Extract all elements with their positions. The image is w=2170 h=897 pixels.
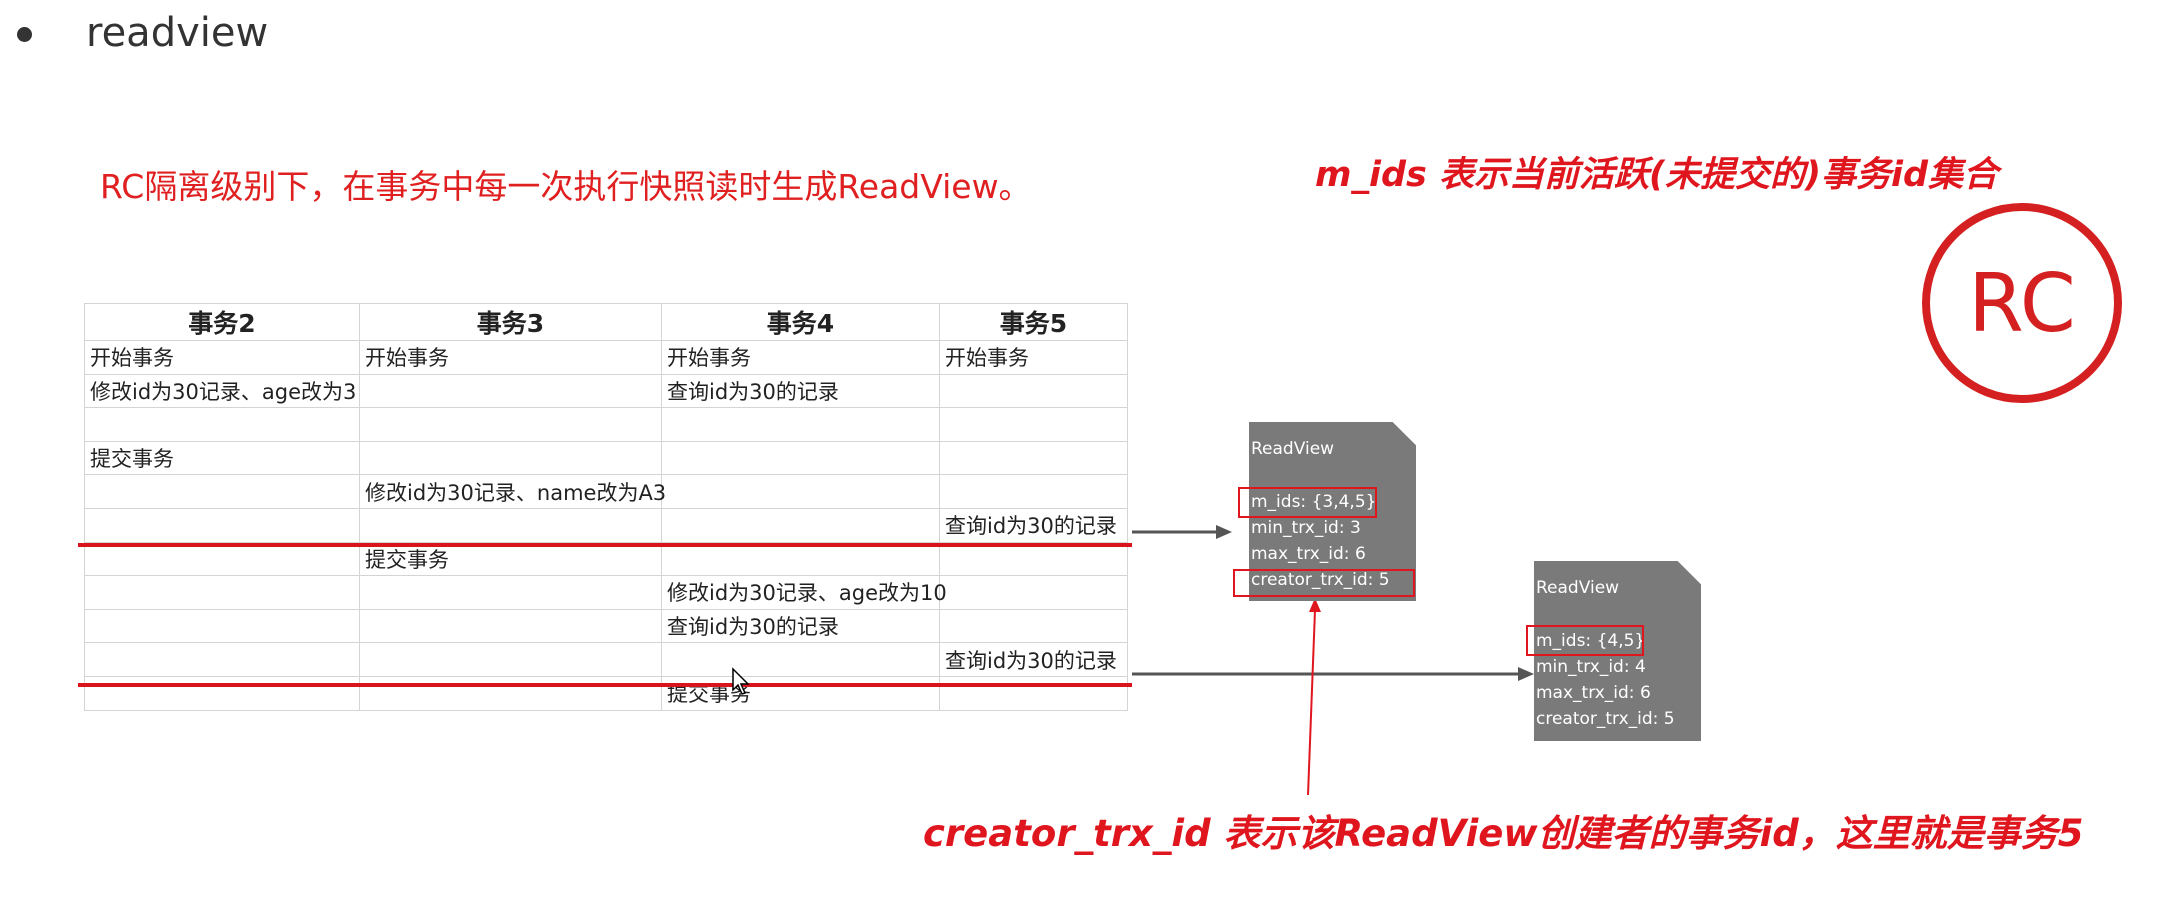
table-row: 修改id为30记录、age改为10	[84, 575, 1128, 610]
creator-trx-id-value: creator_trx_id: 5	[1536, 709, 1675, 729]
table-row: 开始事务开始事务开始事务开始事务	[84, 340, 1128, 375]
mouse-cursor-icon	[732, 667, 750, 695]
readview-title: ReadView	[1536, 578, 1620, 598]
readview-title: ReadView	[1251, 439, 1335, 459]
table-cell: 查询id为30的记录	[939, 642, 1128, 677]
table-cell	[359, 642, 662, 677]
creator-pointer-line	[1307, 609, 1316, 796]
table-cell: 开始事务	[84, 340, 360, 375]
rc-badge: RC	[1922, 203, 2122, 403]
table-cell: 查询id为30的记录	[661, 373, 940, 409]
min-trx-id-value: min_trx_id: 4	[1536, 657, 1646, 677]
table-cell	[939, 440, 1128, 476]
table-cell: 查询id为30的记录	[661, 608, 940, 644]
m-ids-value: m_ids: {4,5}	[1536, 631, 1646, 651]
creator-trx-id-value: creator_trx_id: 5	[1251, 570, 1390, 590]
arrowhead-2	[1518, 667, 1534, 681]
table-cell: 修改id为30记录、name改为A3	[359, 474, 666, 509]
m-ids-highlight-1	[1238, 487, 1377, 518]
creator-highlight	[1233, 569, 1415, 597]
table-row	[84, 407, 1128, 442]
min-trx-id-value: min_trx_id: 3	[1251, 518, 1361, 538]
snapshot-line-2	[78, 683, 1132, 687]
table-cell	[84, 575, 360, 610]
creator-pointer-head	[1309, 598, 1321, 612]
header-cell: 事务4	[661, 303, 940, 341]
arrowhead-1	[1216, 525, 1232, 539]
table-cell	[359, 608, 662, 644]
bullet-dot	[17, 27, 32, 42]
table-row: 提交事务	[84, 675, 1128, 711]
max-trx-id-value: max_trx_id: 6	[1251, 544, 1366, 564]
table-cell	[84, 474, 360, 509]
table-cell: 开始事务	[359, 340, 662, 375]
table-row: 查询id为30的记录	[84, 507, 1128, 543]
table-cell	[359, 675, 662, 711]
table-header-row: 事务2 事务3 事务4 事务5	[84, 303, 1128, 341]
table-cell	[84, 675, 360, 711]
m-ids-note: m_ids 表示当前活跃(未提交的)事务id集合	[1315, 155, 1999, 195]
snapshot-line-1	[78, 543, 1132, 547]
table-cell: 提交事务	[359, 541, 662, 577]
readview-card-1: ReadView m_ids: {3,4,5} min_trx_id: 3 ma…	[1249, 422, 1416, 601]
m-ids-highlight-2	[1526, 625, 1644, 656]
readview-card-2: ReadView m_ids: {4,5} min_trx_id: 4 max_…	[1534, 561, 1701, 741]
subtitle: RC隔离级别下，在事务中每一次执行快照读时生成ReadView。	[100, 167, 1032, 206]
header-cell: 事务5	[939, 303, 1128, 341]
max-trx-id-value: max_trx_id: 6	[1536, 683, 1651, 703]
table-row: 修改id为30记录、name改为A3	[84, 474, 1128, 509]
table-cell	[359, 575, 662, 610]
page-title: readview	[86, 10, 269, 56]
transaction-table: 事务2 事务3 事务4 事务5 开始事务开始事务开始事务开始事务修改id为30记…	[84, 303, 1128, 711]
m-ids-value: m_ids: {3,4,5}	[1251, 492, 1377, 512]
table-row: 提交事务	[84, 541, 1128, 577]
table-cell	[939, 608, 1128, 644]
table-cell	[939, 675, 1128, 711]
table-cell	[939, 575, 1128, 610]
table-cell: 开始事务	[939, 340, 1128, 375]
table-cell: 提交事务	[84, 440, 360, 476]
header-cell: 事务2	[84, 303, 360, 341]
table-cell	[84, 642, 360, 677]
creator-note: creator_trx_id 表示该ReadView创建者的事务id，这里就是事…	[923, 812, 2084, 855]
table-row: 提交事务	[84, 440, 1128, 476]
table-cell: 查询id为30的记录	[939, 507, 1128, 543]
